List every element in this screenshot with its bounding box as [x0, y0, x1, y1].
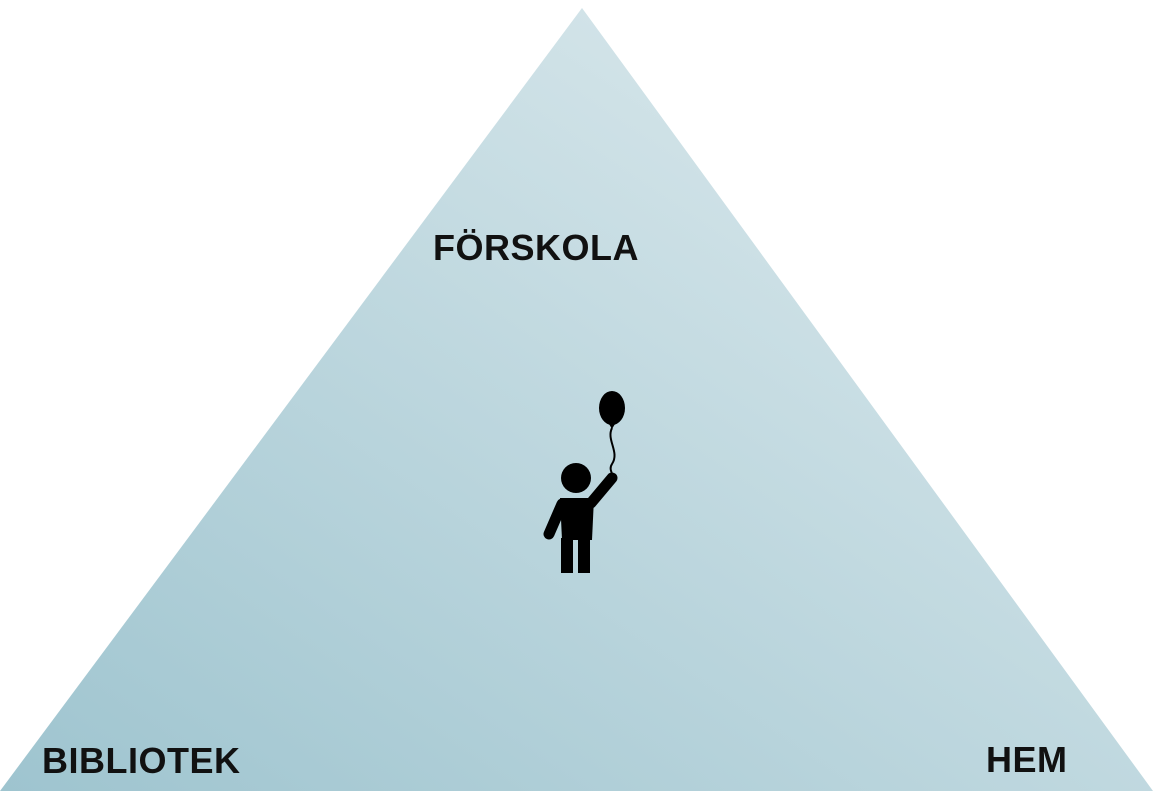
triangle-shape — [0, 8, 1153, 791]
label-hem: HEM — [986, 739, 1068, 780]
label-forskola: FÖRSKOLA — [433, 227, 639, 268]
child-with-balloon-icon — [543, 391, 625, 573]
label-bibliotek: BIBLIOTEK — [42, 740, 241, 781]
